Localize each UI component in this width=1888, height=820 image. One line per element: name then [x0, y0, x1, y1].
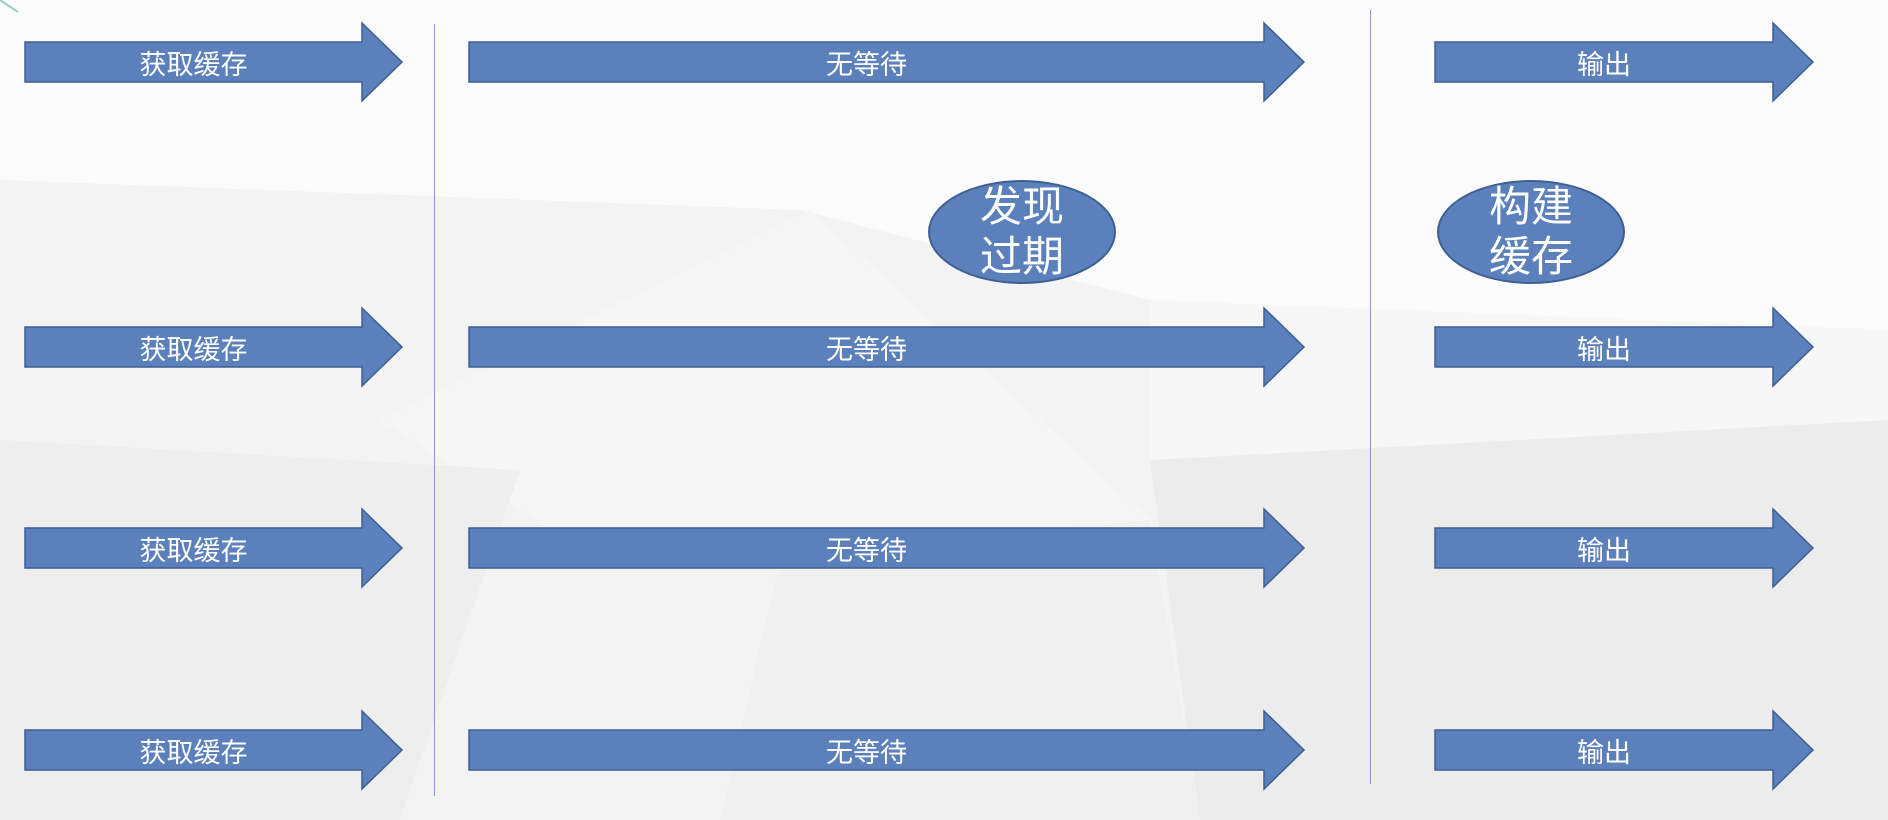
output-arrow-label: 输出	[1577, 737, 1631, 769]
arrow-body	[468, 21, 1306, 103]
event-bubble-build-cache: 构建 缓存	[1437, 180, 1625, 284]
arrow-shape	[468, 306, 1306, 388]
fetch-cache-arrow: 获取缓存	[24, 507, 404, 589]
arrow-shape	[1434, 507, 1815, 589]
divider-line-right	[1370, 10, 1371, 784]
arrow-shape	[468, 507, 1306, 589]
arrow-body	[1434, 21, 1815, 103]
fetch-cache-arrow-label: 获取缓存	[139, 334, 248, 366]
arrow-shape	[468, 709, 1306, 791]
event-bubble-line: 缓存	[1488, 232, 1573, 281]
output-arrow: 输出	[1434, 306, 1815, 388]
arrow-body	[24, 709, 404, 791]
arrow-body	[24, 507, 404, 589]
no-wait-arrow: 无等待	[468, 709, 1306, 791]
no-wait-arrow: 无等待	[468, 306, 1306, 388]
no-wait-arrow-label: 无等待	[826, 49, 907, 81]
output-arrow-label: 输出	[1577, 535, 1631, 567]
no-wait-arrow-label: 无等待	[826, 737, 907, 769]
event-bubble-line: 构建	[1488, 182, 1573, 231]
no-wait-arrow-label: 无等待	[826, 334, 907, 366]
arrow-shape	[24, 507, 404, 589]
arrow-body	[1434, 507, 1815, 589]
arrow-shape	[1434, 306, 1815, 388]
arrow-body	[1434, 709, 1815, 791]
fetch-cache-arrow-label: 获取缓存	[139, 49, 248, 81]
fetch-cache-arrow: 获取缓存	[24, 306, 404, 388]
event-bubble-expired: 发现 过期	[928, 180, 1116, 284]
arrow-body	[24, 21, 404, 103]
arrow-body	[468, 306, 1306, 388]
arrow-shape	[468, 21, 1306, 103]
fetch-cache-arrow-label: 获取缓存	[139, 737, 248, 769]
event-bubble-line: 发现	[979, 182, 1064, 231]
output-arrow-label: 输出	[1577, 49, 1631, 81]
arrow-shape	[1434, 709, 1815, 791]
arrow-body	[468, 709, 1306, 791]
event-bubble-line: 过期	[979, 232, 1064, 281]
fetch-cache-arrow: 获取缓存	[24, 709, 404, 791]
arrow-body	[24, 306, 404, 388]
arrow-shape	[24, 306, 404, 388]
arrow-body	[1434, 306, 1815, 388]
output-arrow: 输出	[1434, 21, 1815, 103]
arrow-shape	[24, 709, 404, 791]
no-wait-arrow-label: 无等待	[826, 535, 907, 567]
fetch-cache-arrow-label: 获取缓存	[139, 535, 248, 567]
output-arrow: 输出	[1434, 507, 1815, 589]
output-arrow: 输出	[1434, 709, 1815, 791]
output-arrow-label: 输出	[1577, 334, 1631, 366]
arrow-body	[468, 507, 1306, 589]
fetch-cache-arrow: 获取缓存	[24, 21, 404, 103]
arrow-shape	[1434, 21, 1815, 103]
divider-line-left	[434, 24, 435, 796]
no-wait-arrow: 无等待	[468, 21, 1306, 103]
no-wait-arrow: 无等待	[468, 507, 1306, 589]
arrow-shape	[24, 21, 404, 103]
